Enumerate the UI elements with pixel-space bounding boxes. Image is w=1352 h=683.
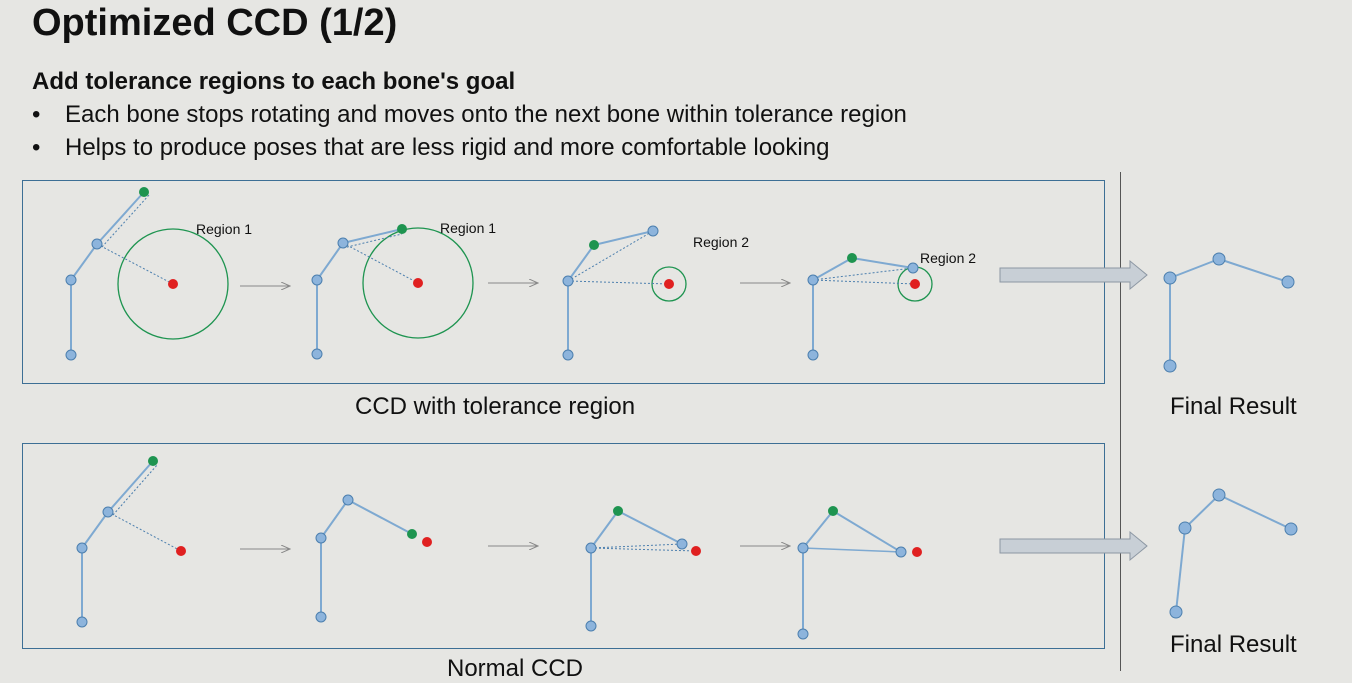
region-label: Region 2 <box>920 250 976 266</box>
end-effector <box>407 529 417 539</box>
target <box>168 279 178 289</box>
end-effector <box>613 506 623 516</box>
target <box>176 546 186 556</box>
tolerance-ccd-caption: CCD with tolerance region <box>355 393 636 420</box>
target <box>910 279 920 289</box>
top-step-2: Region 1 <box>311 220 496 360</box>
end-effector <box>148 456 158 466</box>
tolerance-region <box>362 227 474 339</box>
vertical-divider <box>1120 172 1121 671</box>
slide-title: Optimized CCD (1/2) <box>32 2 398 44</box>
target <box>422 537 432 547</box>
bottom-step-2 <box>315 494 432 623</box>
final-result-top <box>1163 252 1295 373</box>
end-effector <box>589 240 599 250</box>
bottom-step-1 <box>76 456 186 628</box>
target <box>912 547 922 557</box>
bottom-step-3 <box>585 506 701 632</box>
bullet-list: Each bone stops rotating and moves onto … <box>32 100 907 166</box>
tolerance-region <box>651 266 687 302</box>
bullet-item: Helps to produce poses that are less rig… <box>32 133 907 166</box>
top-step-4: Region 2 <box>807 250 976 361</box>
end-effector <box>139 187 149 197</box>
end-effector <box>828 506 838 516</box>
result-arrow <box>999 530 1148 562</box>
region-label: Region 1 <box>196 221 252 237</box>
slide-subtitle: Add tolerance regions to each bone's goa… <box>32 68 516 95</box>
final-result-caption: Final Result <box>1170 631 1297 658</box>
end-effector <box>397 224 407 234</box>
target <box>691 546 701 556</box>
top-step-3: Region 2 <box>562 225 749 361</box>
bottom-step-4 <box>797 506 922 640</box>
bullet-item: Each bone stops rotating and moves onto … <box>32 100 907 133</box>
target <box>664 279 674 289</box>
top-step-1: Region 1 <box>65 187 252 361</box>
final-result-caption: Final Result <box>1170 393 1297 420</box>
end-effector <box>847 253 857 263</box>
normal-ccd-caption: Normal CCD <box>447 655 584 682</box>
final-result-bottom <box>1169 488 1298 619</box>
region-label: Region 1 <box>440 220 496 236</box>
target <box>413 278 423 288</box>
tolerance-region <box>117 228 229 340</box>
region-label: Region 2 <box>693 234 749 250</box>
result-arrow <box>999 259 1148 291</box>
